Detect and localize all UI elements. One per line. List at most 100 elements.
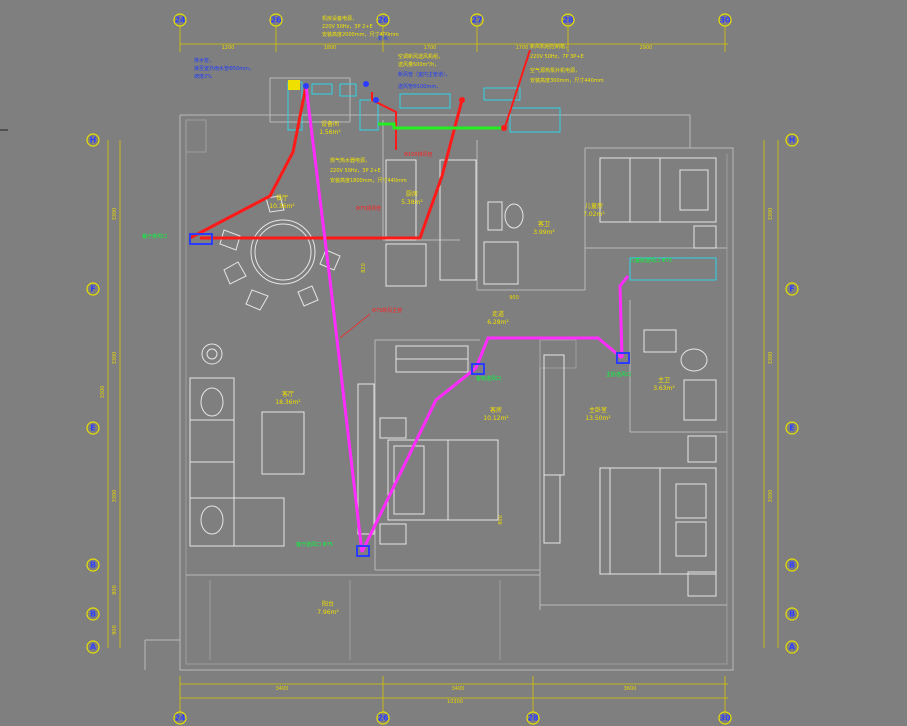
grid-bubbles-left: H F E B B A [86, 133, 100, 654]
axis-label: 26 [377, 714, 389, 723]
svg-text:220V 50Hz，3P 2+E: 220V 50Hz，3P 2+E [322, 24, 373, 30]
room-area: 3.99m² [533, 229, 555, 236]
fresh-air-duct-route [378, 122, 504, 130]
axis-label: E [789, 424, 794, 433]
annotation-vent-guest: 客房送风口 [476, 375, 501, 382]
axis-label: H [90, 136, 97, 145]
axis-label: B [789, 561, 795, 570]
dim-left-2: 3300 [112, 352, 118, 365]
axis-label: 27 [471, 16, 482, 25]
dim-left-total: 3300 [100, 386, 106, 399]
svg-text:排水管，: 排水管， [194, 57, 214, 64]
room-name: 客卫 [538, 220, 550, 228]
room-name: 厨房 [406, 190, 418, 198]
dim-left-1: 3300 [112, 208, 118, 221]
svg-text:新风机组控制箱，: 新风机组控制箱， [530, 43, 570, 50]
room-name: 走道 [492, 310, 504, 318]
dim-right-3: 3300 [768, 490, 774, 503]
dimension-texts: 1200 1800 1700 1700 2900 3400 3400 3600 … [100, 45, 774, 705]
annotation-vent-living: 餐厅排风口 [142, 233, 167, 240]
tv-cabinet [357, 383, 375, 535]
svg-text:坡度2%: 坡度2% [194, 73, 212, 80]
room-name: 主卧室 [589, 406, 607, 414]
svg-text:220V 50Hz，3P 2+E: 220V 50Hz，3P 2+E [330, 168, 381, 174]
dining-table [219, 195, 341, 311]
room-area: 3.63m² [653, 385, 675, 392]
furniture [189, 157, 717, 660]
axis-label: 28 [562, 16, 574, 25]
dim-left-3: 3300 [112, 490, 118, 503]
room-name: 主卫 [658, 376, 670, 384]
room-name: 客厅 [282, 390, 294, 398]
svg-text:空调新风送风机组，: 空调新风送风机组， [398, 53, 443, 60]
wall-outline [144, 77, 734, 671]
children-bed [599, 157, 717, 249]
axis-label: A [789, 643, 796, 652]
room-name: 阳台 [322, 600, 334, 608]
axis-label: B [90, 561, 96, 570]
svg-text:送风量500m³/h，: 送风量500m³/h， [398, 61, 439, 68]
room-labels: 设备间 1.56m² 餐厅 10.36m² 厨房 5.38m² 客卫 3.99m… [269, 120, 675, 616]
svg-text:燃气热水器电源，: 燃气热水器电源， [330, 157, 370, 164]
annotation-duct-red-3: Φ75新风主管 [372, 307, 402, 314]
axis-label: 30 [719, 16, 731, 25]
room-area: 13.50m² [585, 415, 611, 422]
dim-left-4: 800 [112, 585, 118, 595]
dim-top-4: 1700 [516, 45, 529, 51]
bathroom-fixtures [483, 201, 717, 421]
annotation-vent-living-supply: 客厅送风口 Φ75 [296, 541, 333, 548]
room-area: 18.36m² [275, 399, 301, 406]
dim-bottom-1: 3400 [276, 686, 289, 692]
dim-right-2: 3300 [768, 352, 774, 365]
svg-text:安装高度2000mm，尺寸400mm: 安装高度2000mm，尺寸400mm [322, 31, 399, 38]
annotation-duct-red-1: Φ100排风管 [404, 151, 432, 158]
grid-bubbles-top: 24 26 26 27 28 30 [173, 13, 732, 27]
room-area: 6.28m² [487, 319, 509, 326]
kitchen-fixtures [385, 159, 477, 287]
dim-right-1: 3300 [768, 208, 774, 221]
room-area: 10.36m² [269, 203, 295, 210]
axis-label: H [789, 136, 796, 145]
dim-bottom-2: 3400 [452, 686, 465, 692]
axis-label: F [90, 285, 95, 294]
living-sofa [189, 343, 305, 547]
annotation-vent-children: 儿童房送风口 Φ75 [630, 257, 672, 264]
balcony-details [209, 580, 501, 660]
dim-interior-1: 900 [509, 295, 519, 301]
axis-label: 24 [174, 16, 186, 25]
dim-bottom-total: 10300 [447, 699, 463, 705]
axis-label: 30 [719, 714, 731, 723]
axis-label: B [789, 610, 795, 619]
axis-label: E [90, 424, 95, 433]
master-bed [599, 435, 717, 597]
annotation-duct-red-2: Φ75排风管 [356, 205, 381, 212]
desk [543, 474, 561, 544]
vent-markers [189, 81, 630, 557]
annotation-equipment-box: 机房设备电源， 220V 50Hz，3P 2+E 安装高度2000mm，尺寸40… [322, 15, 399, 38]
svg-text:送风管Φ100mm，: 送风管Φ100mm， [398, 83, 441, 90]
dimension-lines [107, 26, 779, 712]
dim-bottom-3: 3600 [624, 686, 637, 692]
axis-label: F [789, 285, 794, 294]
room-area: 1.56m² [319, 129, 341, 136]
exhaust-duct-route [189, 49, 531, 240]
annotation-vent-master: 主卧送风口 [606, 371, 631, 378]
wardrobe [543, 354, 565, 476]
grid-bubbles-bottom: 24 26 28 30 [173, 711, 732, 725]
svg-text:接至室外雨水管Φ50mm，: 接至室外雨水管Φ50mm， [194, 65, 254, 72]
room-area: 7.02m² [583, 211, 605, 218]
room-name: 餐厅 [276, 194, 288, 202]
dim-interior-2: 820 [361, 263, 367, 273]
axis-label: 26 [377, 16, 389, 25]
guest-bed [379, 345, 499, 545]
room-area: 10.12m² [483, 415, 509, 422]
supply-duct-route [304, 85, 630, 553]
dim-top-1: 1200 [222, 45, 235, 51]
room-name: 设备间 [321, 120, 339, 128]
axis-label: 24 [174, 714, 186, 723]
dim-top-5: 2900 [640, 45, 653, 51]
annotation-return-duct: 空调新风送风机组， 送风量500m³/h， 新风管（室内主管道）， 送风管Φ10… [398, 53, 451, 90]
grid-bubbles-right: H F E B B A [785, 133, 799, 654]
room-name: 儿童房 [585, 202, 603, 210]
dim-interior-3: 800 [498, 515, 504, 525]
